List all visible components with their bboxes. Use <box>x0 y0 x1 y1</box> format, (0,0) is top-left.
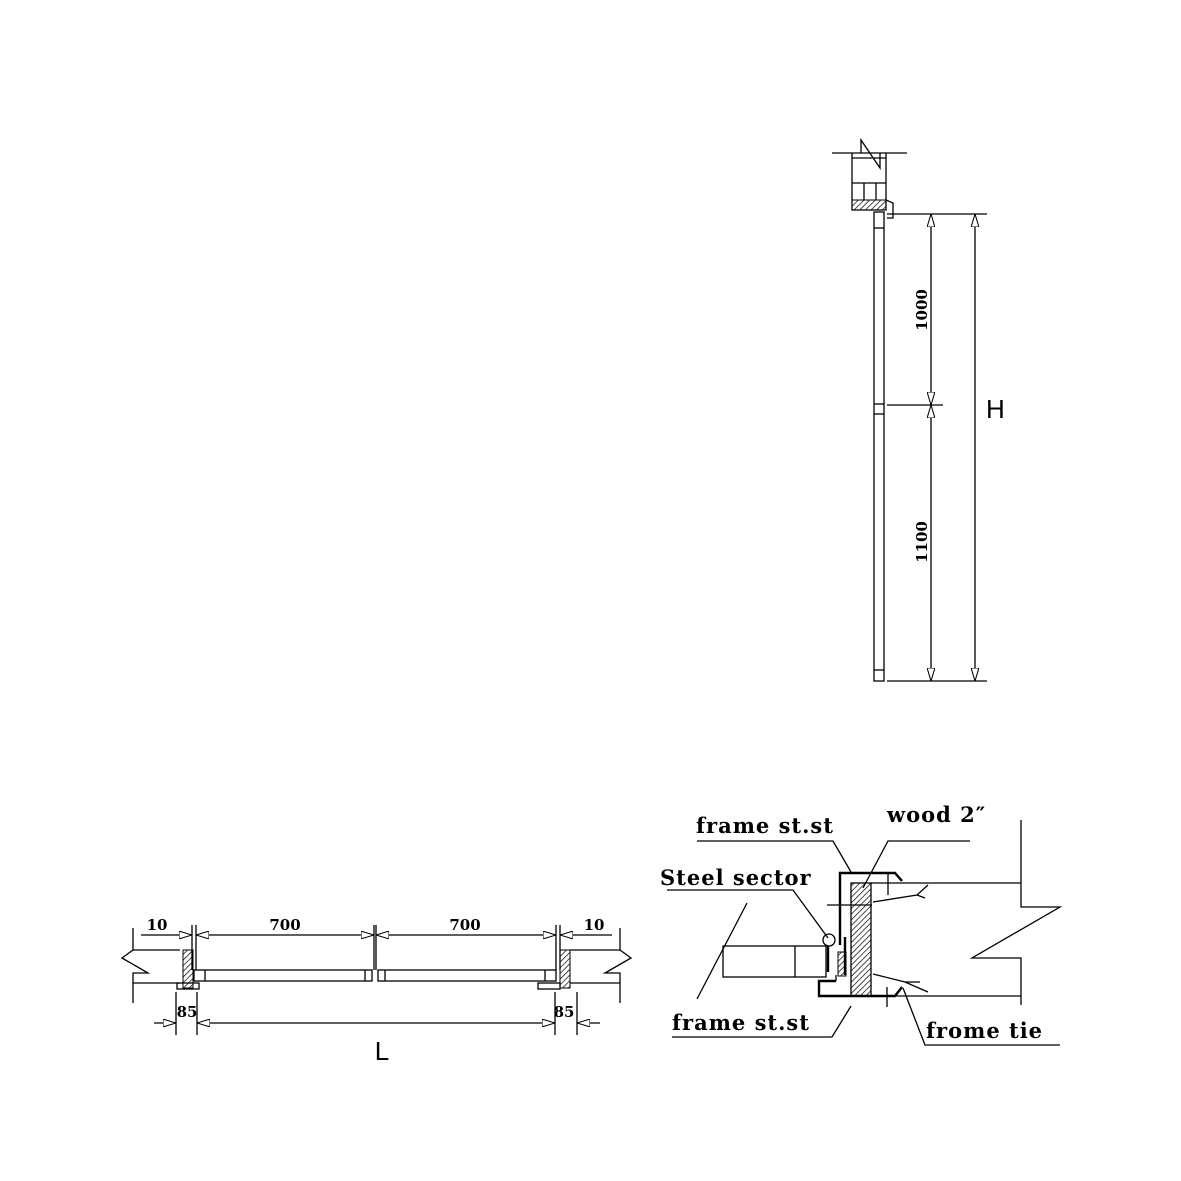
left-wall <box>120 928 200 1003</box>
frame-ties <box>872 884 929 993</box>
inner-wood-strip <box>837 951 847 977</box>
dim-leaf-left: 700 <box>269 916 300 934</box>
dim-total-height: H <box>986 394 1005 424</box>
door-leaves-plan <box>193 969 557 982</box>
dim-upper-1000: 1000 <box>913 289 931 331</box>
frame-bottom-label: frame st.st <box>672 1010 810 1035</box>
dim-right-gap: 10 <box>584 916 605 934</box>
dim-right-frame: 85 <box>554 1003 575 1021</box>
plan-view: 10 700 700 10 85 85 L <box>120 916 633 1066</box>
dim-lower-1100: 1100 <box>913 521 931 563</box>
door-leaf-section <box>722 933 836 978</box>
dim-leaf-right: 700 <box>449 916 480 934</box>
height-dimensions: 1000 1100 H <box>887 213 1005 682</box>
detail-wall <box>871 820 1063 1005</box>
dim-left-frame: 85 <box>177 1003 198 1021</box>
leaders <box>667 840 1060 1046</box>
plan-dimensions: 10 700 700 10 85 85 L <box>141 916 612 1066</box>
frame-detail: frame st.st wood 2″ Steel sector frame s… <box>660 802 1063 1046</box>
lintel-wall <box>832 137 907 219</box>
frame-top-label: frame st.st <box>696 813 834 838</box>
right-wall <box>537 928 633 1003</box>
dim-total-length: L <box>375 1036 389 1066</box>
wood-label: wood 2″ <box>886 802 986 827</box>
elevation-view: 1000 1100 H <box>832 137 1005 682</box>
frame-tie-label: frome tie <box>926 1018 1043 1043</box>
dim-left-gap: 10 <box>147 916 168 934</box>
door-leaf-side <box>873 211 885 682</box>
steel-sector-label: Steel sector <box>660 865 812 890</box>
wood-block <box>850 882 872 997</box>
